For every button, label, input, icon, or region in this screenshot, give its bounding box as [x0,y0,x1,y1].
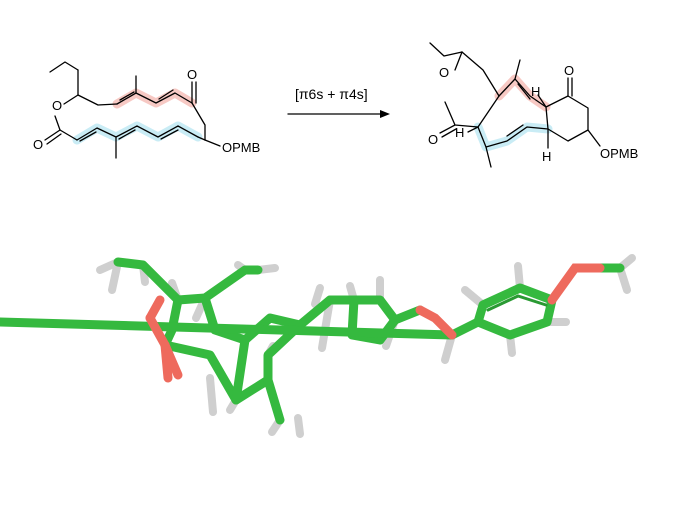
arrow-head [380,110,390,118]
reaction-conditions: [π6s + π4s] [295,86,368,102]
reaction-arrow: [π6s + π4s] [287,86,390,118]
product-h-left: H [455,125,464,140]
start-ring-oxygen: O [52,98,62,113]
start-opmb-label: OPMB [222,140,260,155]
cycloadduct-product: O O O OPMB H H H [428,42,638,168]
start-ketone-oxygen: O [187,67,197,82]
start-carbonyl-oxygen: O [33,137,43,152]
carbon-skeleton [0,257,625,425]
product-carbonyl-oxygen: O [428,132,438,147]
product-ring-oxygen: O [439,65,449,80]
product-bonds [429,42,601,168]
3d-stick-model [0,254,636,438]
starting-bonds [44,61,221,159]
oxygen-sticks [145,263,605,383]
starting-macrolide: O O O OPMB [33,61,260,159]
product-opmb-label: OPMB [600,146,638,161]
product-ketone-oxygen: O [564,63,574,78]
product-h-top: H [531,84,540,99]
product-h-bottom: H [542,149,551,164]
